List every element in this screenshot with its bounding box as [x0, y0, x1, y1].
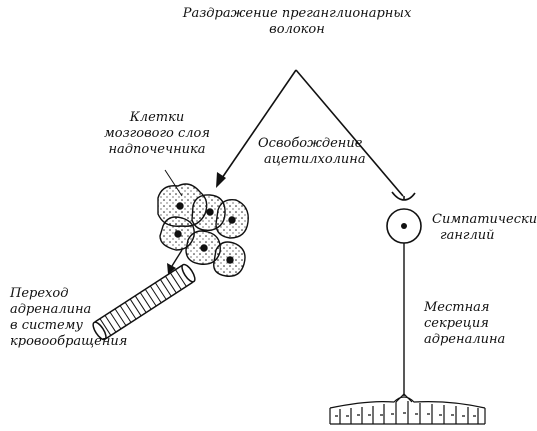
label-ganglion-line-2: ганглий [440, 228, 537, 244]
label-ach-release-line-2: ацетилхолина [264, 152, 366, 168]
label-transfer-line-4: кровообращения [10, 334, 127, 350]
label-adrenal-cells-line-2: мозгового слоя [98, 126, 216, 142]
label-adrenal-cells: Клетки мозгового слоя надпочечника [98, 110, 216, 158]
label-transfer-line-3: в систему [10, 318, 127, 334]
label-stimulation-line-1: Раздражение преганглионарных [166, 6, 428, 22]
label-transfer-line-2: адреналина [10, 302, 127, 318]
ganglion-cell [387, 209, 421, 396]
adrenal-cell-cluster [158, 184, 248, 276]
label-adrenaline-transfer: Переход адреналина в систему кровообраще… [10, 286, 127, 350]
label-stimulation: Раздражение преганглионарных волокон [166, 6, 428, 38]
label-transfer-line-1: Переход [10, 286, 127, 302]
label-adrenal-cells-line-3: надпочечника [98, 142, 216, 158]
label-adrenal-cells-line-1: Клетки [98, 110, 216, 126]
fiber-to-ganglion [296, 70, 403, 196]
label-local-secretion-line-2: секреция [424, 316, 505, 332]
label-ganglion-line-1: Симпатический [432, 212, 537, 228]
label-local-secretion-line-1: Местная [424, 300, 505, 316]
effector-tissue [330, 394, 485, 424]
label-local-secretion: Местная секреция адреналина [424, 300, 505, 348]
label-ach-release: Освобождение ацетилхолина [258, 136, 366, 168]
fiber-lines [216, 70, 415, 200]
label-local-secretion-line-3: адреналина [424, 332, 505, 348]
label-ach-release-line-1: Освобождение [258, 136, 366, 152]
label-stimulation-line-2: волокон [166, 22, 428, 38]
label-sympathetic-ganglion: Симпатический ганглий [432, 212, 537, 244]
